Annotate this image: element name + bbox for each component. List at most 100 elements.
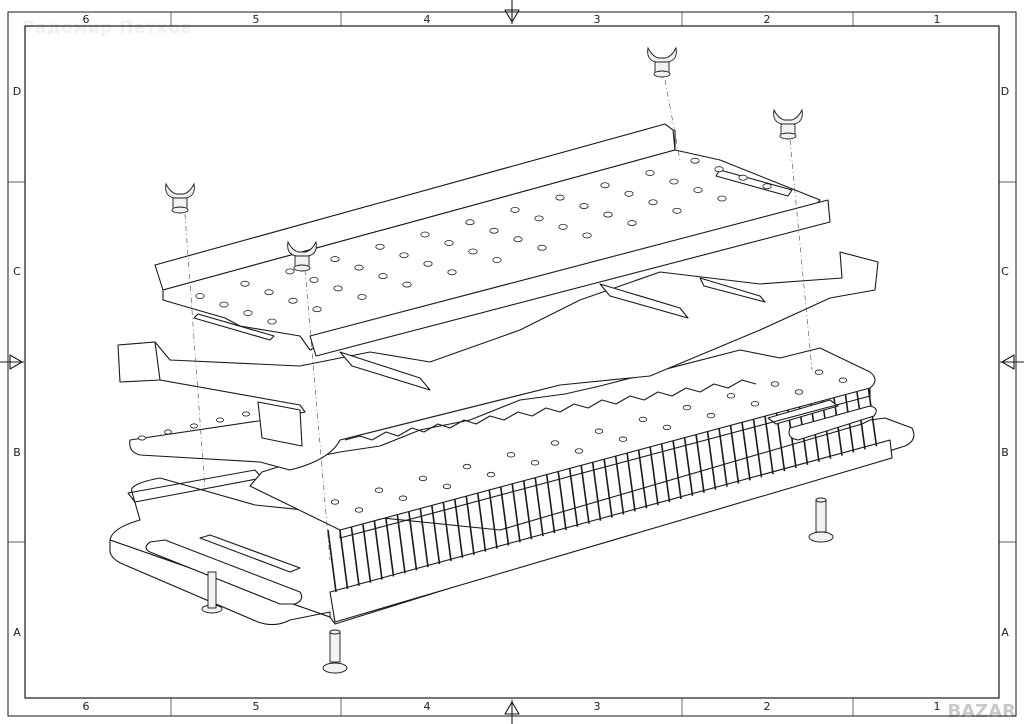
grate-slat xyxy=(856,391,866,450)
tray-hole xyxy=(669,178,679,185)
plate-hole xyxy=(330,499,340,505)
tray-hole xyxy=(447,269,457,276)
tray-hole xyxy=(420,231,430,238)
tray-hole xyxy=(738,174,748,181)
tray-hole xyxy=(534,215,544,222)
grate-slat xyxy=(603,457,613,518)
grate-slat xyxy=(545,472,556,534)
grate-slat xyxy=(729,424,740,484)
plate-hole xyxy=(794,389,804,395)
bolt xyxy=(322,629,348,674)
tray-hole xyxy=(402,281,412,288)
tray-hole xyxy=(492,257,502,263)
column-label: 3 xyxy=(594,13,601,26)
column-label: 3 xyxy=(594,700,601,713)
tray-hole xyxy=(288,297,298,304)
plate-hole xyxy=(814,369,824,375)
bracket-hole xyxy=(216,417,224,423)
tray-hole xyxy=(579,203,589,210)
grate-slat xyxy=(626,451,636,512)
tray-hole xyxy=(513,236,523,243)
grate-slat xyxy=(683,436,694,497)
base-tray-with-grate xyxy=(109,388,915,626)
tray-hole xyxy=(693,187,703,193)
bracket-plate xyxy=(117,251,879,471)
column-label: 1 xyxy=(934,700,941,713)
tray-hole xyxy=(555,194,565,201)
plate-hole xyxy=(750,401,760,407)
row-label: A xyxy=(13,626,21,639)
column-label: 5 xyxy=(253,13,260,26)
tray-hole xyxy=(375,243,385,250)
tray-hole xyxy=(240,280,250,287)
grate-slat xyxy=(649,445,659,506)
plate-hole xyxy=(486,471,496,478)
plate-hole xyxy=(618,436,628,442)
plate-hole xyxy=(682,404,692,411)
plate-hole xyxy=(442,483,452,490)
column-label: 2 xyxy=(764,700,771,713)
zone-labels: 6 5 4 3 2 1 6 5 4 3 2 1 D C B A D C B A xyxy=(13,13,1009,713)
grate-slat xyxy=(660,442,671,503)
grate-slat xyxy=(522,478,533,540)
tray-hole xyxy=(378,273,388,280)
grate-slat xyxy=(557,469,567,531)
plate-hole xyxy=(706,412,716,419)
grate-slat xyxy=(614,454,625,515)
tray-hole xyxy=(690,157,700,164)
column-label: 1 xyxy=(934,13,941,26)
grate-slat xyxy=(327,529,337,593)
grate-slat xyxy=(752,418,763,478)
brand-logo: BAZAR xyxy=(947,701,1017,722)
tray-hole xyxy=(645,170,655,176)
wing-nut xyxy=(165,182,195,214)
tray-hole xyxy=(672,207,682,214)
tray-hole xyxy=(510,206,520,213)
tray-hole xyxy=(309,276,319,283)
plate-hole xyxy=(662,424,672,431)
tray-hole xyxy=(267,318,277,325)
row-label: B xyxy=(1001,446,1009,459)
watermark: Радомир Петков xyxy=(22,18,192,38)
middle-perforated-plate xyxy=(249,347,876,539)
plate-hole xyxy=(726,393,736,399)
column-label: 5 xyxy=(253,700,260,713)
tray-hole xyxy=(627,220,637,227)
grate-slat xyxy=(568,466,579,528)
plate-hole xyxy=(550,440,560,446)
plate-hole xyxy=(462,463,472,470)
plate-hole xyxy=(574,448,584,454)
wing-nut xyxy=(773,108,803,140)
tray-hole xyxy=(243,310,253,316)
tray-hole xyxy=(357,293,367,300)
grate-slat xyxy=(867,388,878,447)
tray-hole xyxy=(603,211,613,218)
tray-hole xyxy=(762,183,772,190)
tray-hole xyxy=(423,260,433,267)
row-label: C xyxy=(1001,265,1009,278)
plate-hole xyxy=(354,507,364,513)
grate-slat xyxy=(591,460,602,521)
tray-hole xyxy=(489,227,499,234)
plate-hole xyxy=(530,460,540,466)
plate-hole xyxy=(398,495,408,501)
tray-hole xyxy=(333,285,343,292)
assembly-centerlines xyxy=(184,79,813,561)
tray-hole xyxy=(285,268,295,275)
tray-hole xyxy=(312,306,322,313)
tray-hole xyxy=(558,223,568,230)
row-label: D xyxy=(1001,85,1009,98)
plate-hole xyxy=(638,416,648,423)
bolt xyxy=(808,497,834,543)
tray-hole xyxy=(354,264,364,271)
grate-slat xyxy=(672,439,682,500)
grate-slat xyxy=(741,421,751,481)
plate-hole xyxy=(418,475,428,482)
grate-slat xyxy=(695,433,705,493)
plate-hole xyxy=(838,377,848,383)
grate-slat xyxy=(706,430,717,490)
row-label: C xyxy=(13,265,21,278)
column-label: 2 xyxy=(764,13,771,26)
